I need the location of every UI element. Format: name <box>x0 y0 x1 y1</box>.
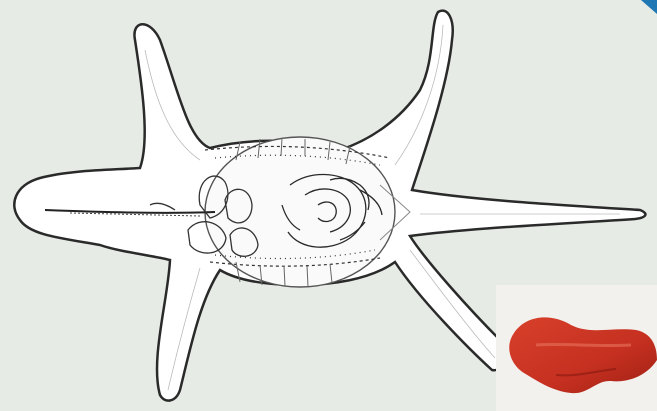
red-specimen-icon <box>496 285 657 411</box>
central-disc <box>205 137 395 287</box>
inset-photo <box>496 285 657 411</box>
corner-accent <box>639 0 657 14</box>
